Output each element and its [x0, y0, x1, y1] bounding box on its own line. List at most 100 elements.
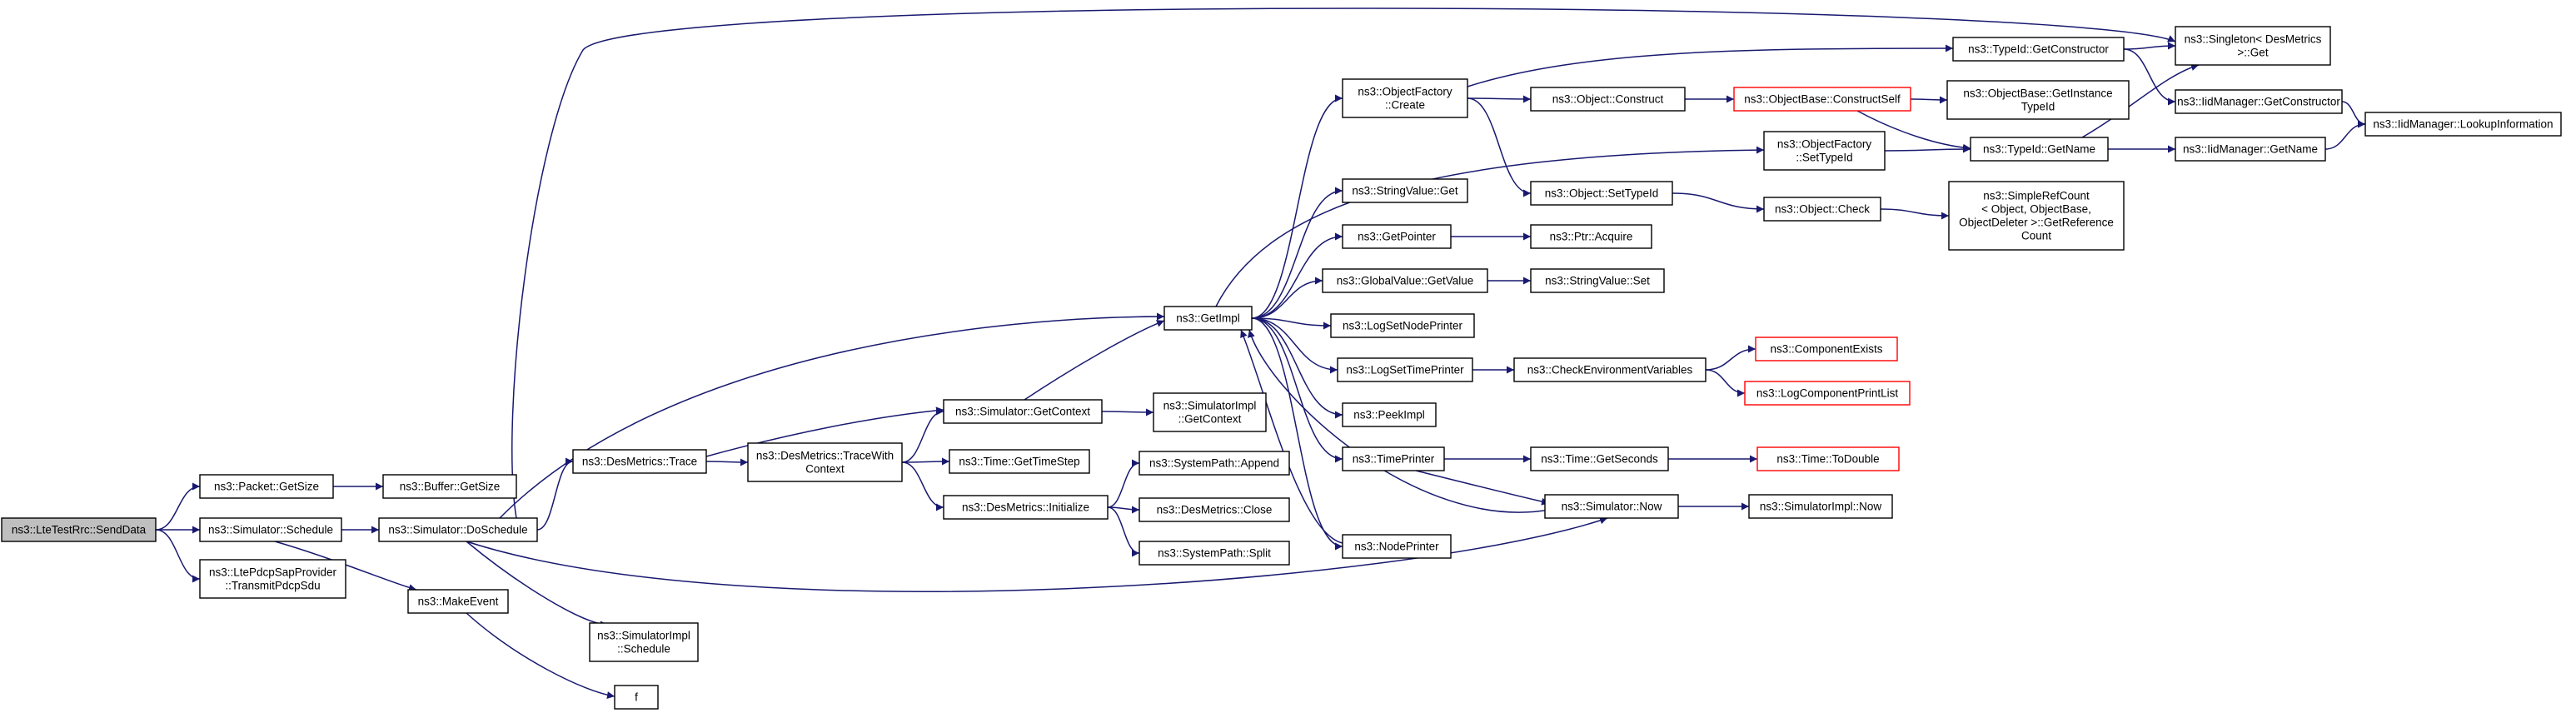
node-box[interactable] — [1, 517, 157, 542]
node-box[interactable] — [614, 685, 659, 710]
node-box[interactable] — [1530, 87, 1686, 112]
node-box[interactable] — [1330, 313, 1475, 338]
node-box[interactable] — [1322, 268, 1488, 293]
node-box[interactable] — [199, 559, 346, 599]
node-time-todouble[interactable]: ns3::Time::ToDouble — [1756, 446, 1900, 471]
node-box[interactable] — [747, 442, 903, 482]
node-getpointer[interactable]: ns3::GetPointer — [1342, 224, 1452, 249]
node-typeid-getname[interactable]: ns3::TypeId::GetName — [1970, 137, 2109, 162]
node-box[interactable] — [1342, 402, 1437, 427]
node-desmetrics-initialize[interactable]: ns3::DesMetrics::Initialize — [943, 495, 1109, 520]
node-typeid-getconstructor[interactable]: ns3::TypeId::GetConstructor — [1952, 37, 2125, 62]
node-box[interactable] — [1337, 357, 1473, 382]
node-systempath-append[interactable]: ns3::SystemPath::Append — [1139, 451, 1290, 476]
node-box[interactable] — [1139, 541, 1290, 566]
node-systempath-split[interactable]: ns3::SystemPath::Split — [1139, 541, 1290, 566]
node-box[interactable] — [1755, 337, 1898, 361]
node-simulator-getcontext[interactable]: ns3::Simulator::GetContext — [943, 399, 1103, 424]
node-box[interactable] — [1153, 392, 1267, 432]
node-box[interactable] — [1544, 494, 1679, 519]
node-simulatorimpl-now[interactable]: ns3::SimulatorImpl::Now — [1748, 494, 1893, 519]
node-object-settypeid[interactable]: ns3::Object::SetTypeId — [1530, 181, 1673, 206]
node-objectfactory-settypeid[interactable]: ns3::ObjectFactory::SetTypeId — [1763, 131, 1886, 171]
node-box[interactable] — [943, 495, 1109, 520]
node-box[interactable] — [1970, 137, 2109, 162]
node-box[interactable] — [1139, 497, 1290, 522]
node-simulator-doschedule[interactable]: ns3::Simulator::DoSchedule — [378, 517, 538, 542]
node-box[interactable] — [949, 449, 1090, 474]
node-timeprinter[interactable]: ns3::TimePrinter — [1342, 446, 1445, 471]
node-box[interactable] — [199, 474, 334, 499]
node-ptr-acquire[interactable]: ns3::Ptr::Acquire — [1530, 224, 1652, 249]
node-box[interactable] — [1948, 181, 2125, 251]
node-box[interactable] — [2175, 137, 2326, 162]
node-object-construct[interactable]: ns3::Object::Construct — [1530, 87, 1686, 112]
node-box[interactable] — [1763, 197, 1881, 222]
node-box[interactable] — [1342, 78, 1468, 118]
node-box[interactable] — [199, 517, 342, 542]
node-packet-getsize[interactable]: ns3::Packet::GetSize — [199, 474, 334, 499]
node-iidmanager-getconstructor[interactable]: ns3::IidManager::GetConstructor — [2175, 89, 2343, 114]
node-simulatorimpl-schedule[interactable]: ns3::SimulatorImpl::Schedule — [589, 622, 699, 662]
node-box[interactable] — [1530, 224, 1652, 249]
node-box[interactable] — [1342, 534, 1452, 559]
node-box[interactable] — [1139, 451, 1290, 476]
node-nodeprinter[interactable]: ns3::NodePrinter — [1342, 534, 1452, 559]
node-stringvalue-set[interactable]: ns3::StringValue::Set — [1530, 268, 1665, 293]
node-box[interactable] — [943, 399, 1103, 424]
node-box[interactable] — [1946, 80, 2130, 120]
node-getimpl[interactable]: ns3::GetImpl — [1163, 306, 1253, 331]
node-simulatorimpl-getcontext[interactable]: ns3::SimulatorImpl::GetContext — [1153, 392, 1267, 432]
node-time-gettimestep[interactable]: ns3::Time::GetTimeStep — [949, 449, 1090, 474]
node-lte-pdcp-sap[interactable]: ns3::LtePdcpSapProvider::TransmitPdcpSdu — [199, 559, 346, 599]
node-checkenvironmentvariables[interactable]: ns3::CheckEnvironmentVariables — [1513, 357, 1707, 382]
node-singleton-desmetrics-get[interactable]: ns3::Singleton< DesMetrics >::Get — [2175, 26, 2331, 66]
node-box[interactable] — [1744, 381, 1911, 406]
node-desmetrics-trace[interactable]: ns3::DesMetrics::Trace — [572, 449, 707, 474]
node-box[interactable] — [1733, 87, 1911, 112]
node-peekimpl[interactable]: ns3::PeekImpl — [1342, 402, 1437, 427]
node-box[interactable] — [1748, 494, 1893, 519]
node-f[interactable]: f — [614, 685, 659, 710]
node-box[interactable] — [2175, 89, 2343, 114]
node-logcomponentprintlist[interactable]: ns3::LogComponentPrintList — [1744, 381, 1911, 406]
node-makeevent[interactable]: ns3::MakeEvent — [407, 589, 509, 614]
node-simplerefcount-getreferencecount[interactable]: ns3::SimpleRefCount< Object, ObjectBase,… — [1948, 181, 2125, 251]
node-logsetnodeprinter[interactable]: ns3::LogSetNodePrinter — [1330, 313, 1475, 338]
node-box[interactable] — [572, 449, 707, 474]
node-send-data[interactable]: ns3::LteTestRrc::SendData — [1, 517, 157, 542]
node-box[interactable] — [1763, 131, 1886, 171]
node-box[interactable] — [378, 517, 538, 542]
node-box[interactable] — [1342, 178, 1468, 203]
node-box[interactable] — [1342, 446, 1445, 471]
node-box[interactable] — [1342, 224, 1452, 249]
node-iidmanager-lookupinformation[interactable]: ns3::IidManager::LookupInformation — [2364, 112, 2562, 137]
node-time-getseconds[interactable]: ns3::Time::GetSeconds — [1530, 446, 1669, 471]
node-box[interactable] — [1530, 268, 1665, 293]
node-box[interactable] — [1756, 446, 1900, 471]
node-box[interactable] — [1530, 446, 1669, 471]
node-componentexists[interactable]: ns3::ComponentExists — [1755, 337, 1898, 361]
node-logsettimeprinter[interactable]: ns3::LogSetTimePrinter — [1337, 357, 1473, 382]
node-object-check[interactable]: ns3::Object::Check — [1763, 197, 1881, 222]
node-box[interactable] — [1513, 357, 1707, 382]
node-simulator-now[interactable]: ns3::Simulator::Now — [1544, 494, 1679, 519]
node-stringvalue-get[interactable]: ns3::StringValue::Get — [1342, 178, 1468, 203]
node-globalvalue-getvalue[interactable]: ns3::GlobalValue::GetValue — [1322, 268, 1488, 293]
node-box[interactable] — [1163, 306, 1253, 331]
node-box[interactable] — [2364, 112, 2562, 137]
node-objectbase-constructself[interactable]: ns3::ObjectBase::ConstructSelf — [1733, 87, 1911, 112]
node-simulator-schedule[interactable]: ns3::Simulator::Schedule — [199, 517, 342, 542]
node-box[interactable] — [407, 589, 509, 614]
node-box[interactable] — [382, 474, 517, 499]
node-desmetrics-close[interactable]: ns3::DesMetrics::Close — [1139, 497, 1290, 522]
node-iidmanager-getname[interactable]: ns3::IidManager::GetName — [2175, 137, 2326, 162]
node-box[interactable] — [1952, 37, 2125, 62]
node-box[interactable] — [1530, 181, 1673, 206]
node-box[interactable] — [589, 622, 699, 662]
node-box[interactable] — [2175, 26, 2331, 66]
node-buffer-getsize[interactable]: ns3::Buffer::GetSize — [382, 474, 517, 499]
node-objectfactory-create[interactable]: ns3::ObjectFactory::Create — [1342, 78, 1468, 118]
